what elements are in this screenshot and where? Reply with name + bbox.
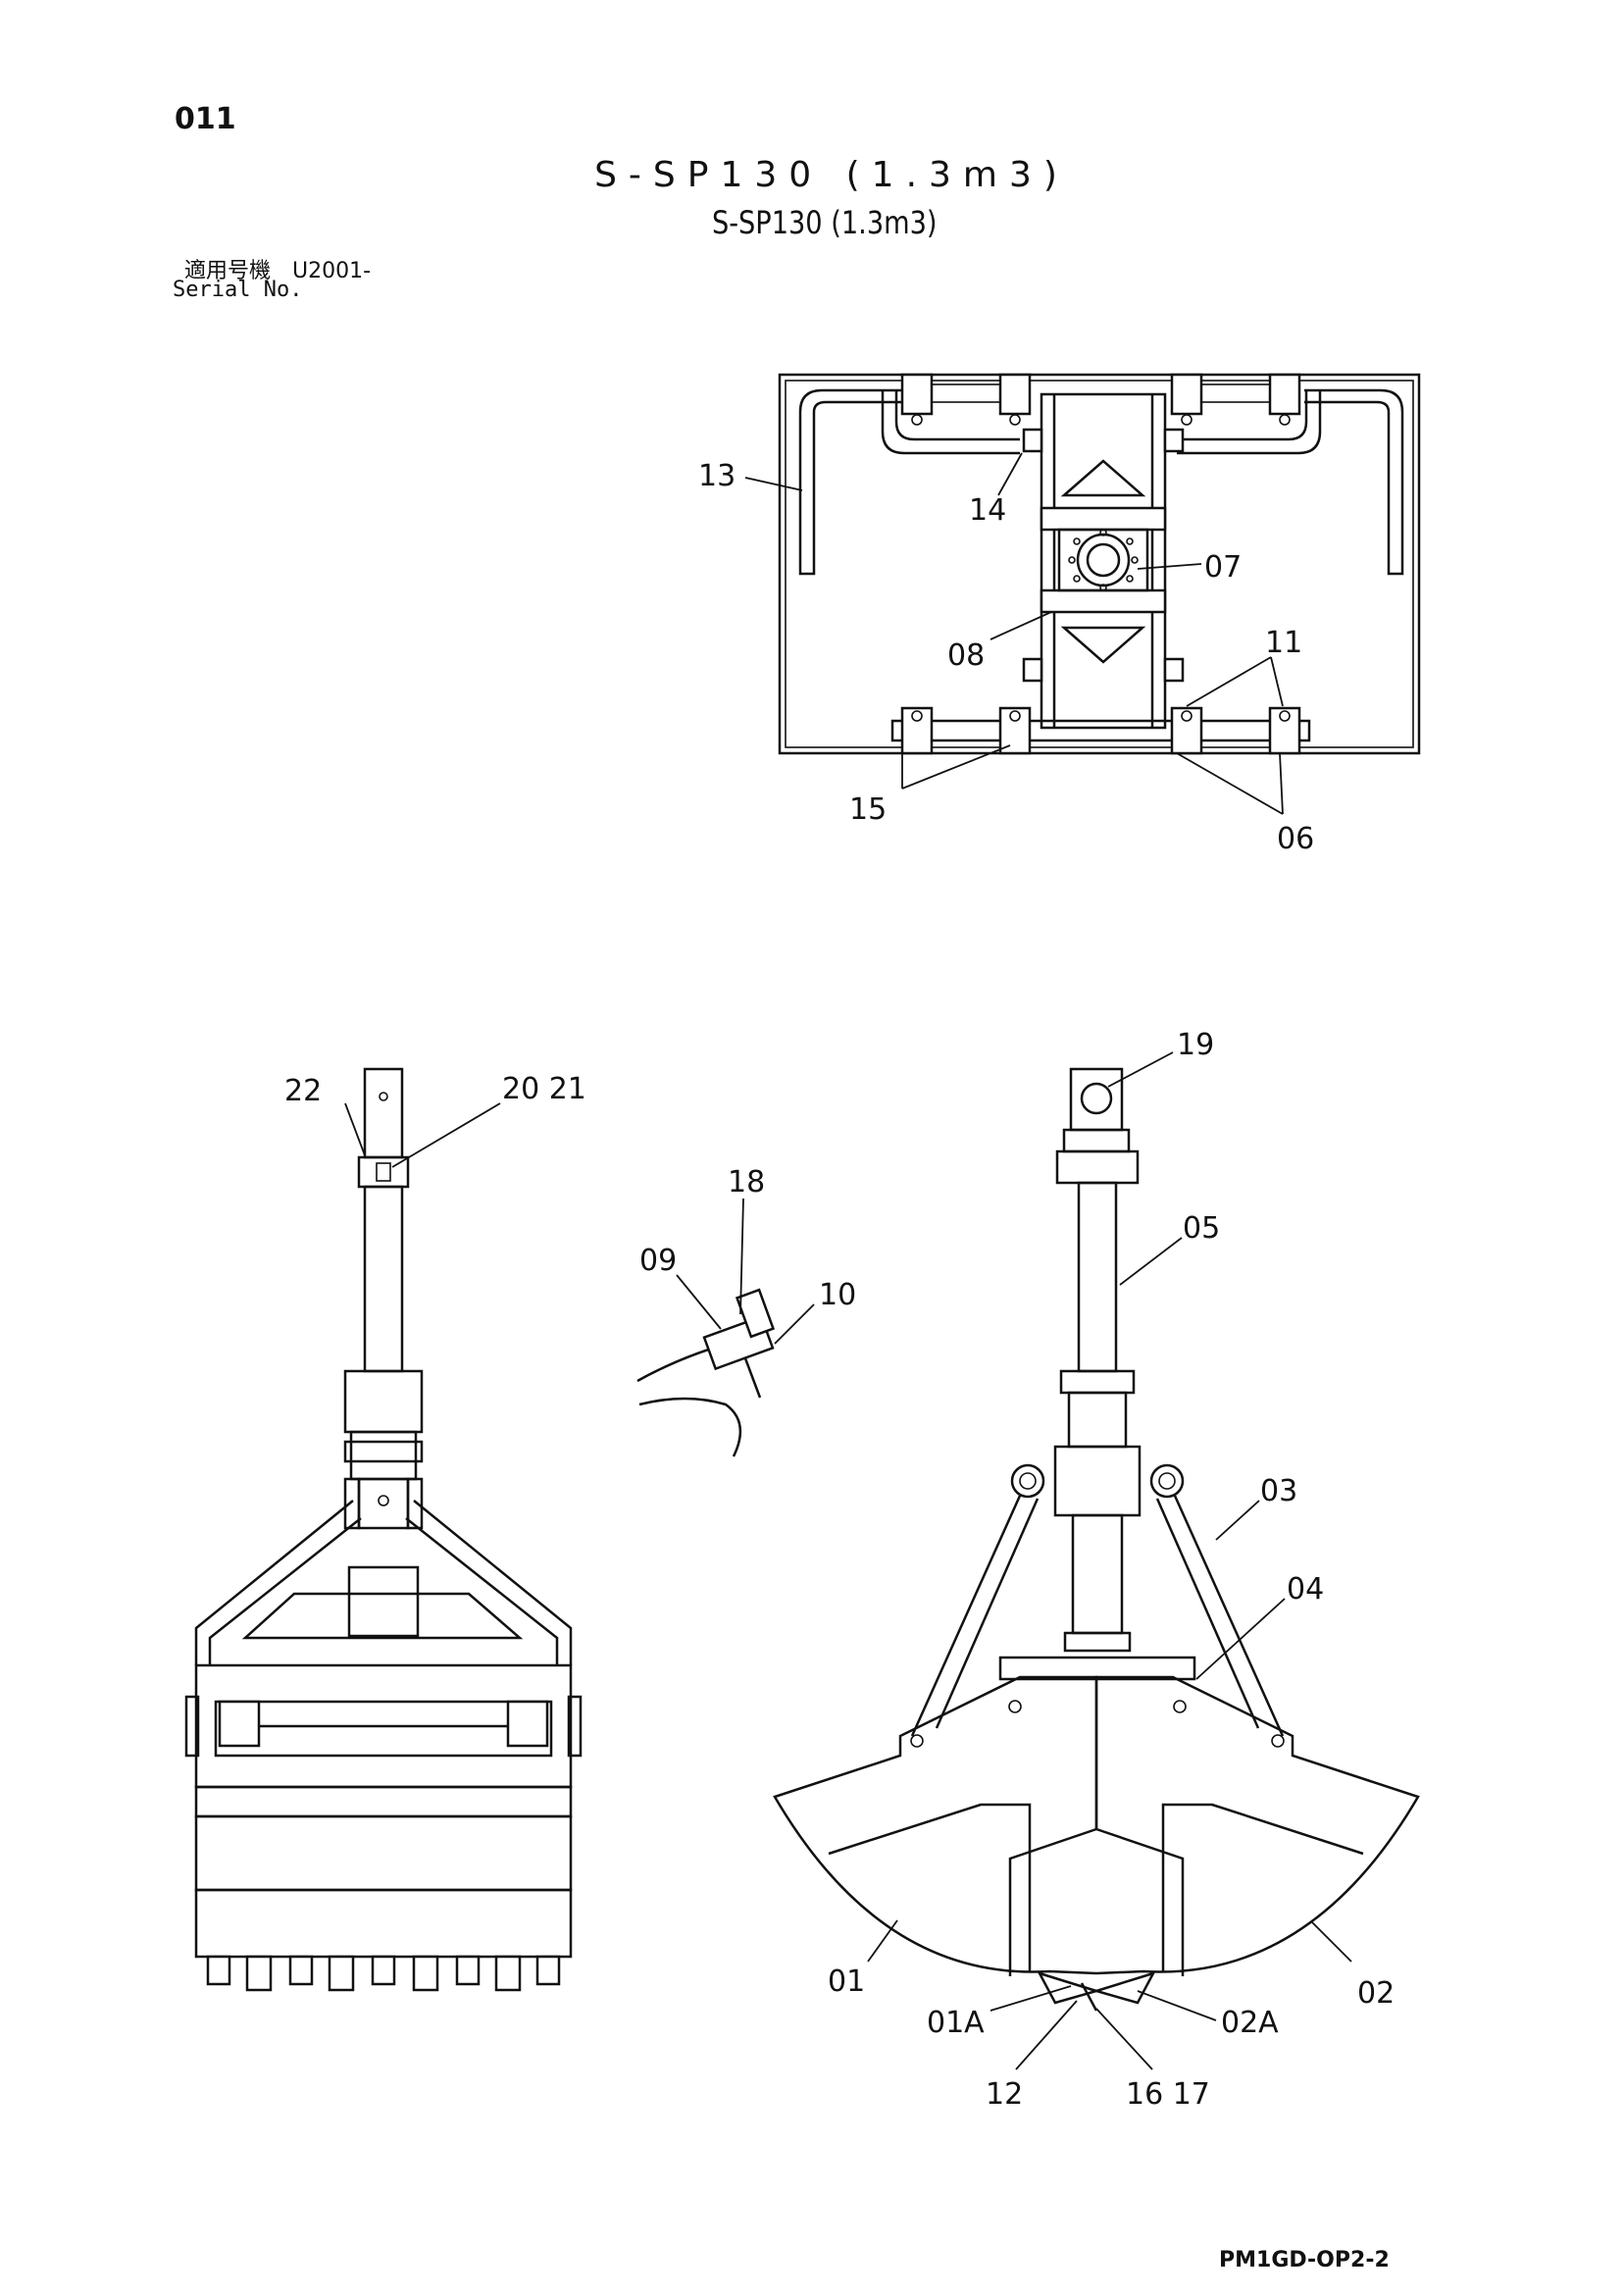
callout-10: 10 xyxy=(819,1278,856,1312)
callout-16-17: 16 17 xyxy=(1126,2077,1210,2112)
callout-06: 06 xyxy=(1277,822,1314,856)
pin-detail-callouts: 18 09 10 xyxy=(639,1165,856,1345)
callout-02A: 02A xyxy=(1221,2006,1279,2040)
callout-11: 11 xyxy=(1265,626,1302,660)
page-number: 011 xyxy=(175,102,236,136)
callout-05: 05 xyxy=(1183,1211,1220,1246)
callout-22: 22 xyxy=(284,1074,322,1108)
callout-01A: 01A xyxy=(927,2006,985,2040)
callout-12: 12 xyxy=(986,2077,1023,2112)
callout-09: 09 xyxy=(639,1244,677,1278)
side-view xyxy=(184,1067,583,1992)
serial-label-jp: 適用号機 U2001- xyxy=(184,259,372,283)
bucket-teeth xyxy=(206,1955,561,1992)
document-code: PM1GD-OP2-2 xyxy=(1219,2248,1390,2272)
callout-08: 08 xyxy=(947,638,985,673)
callout-13: 13 xyxy=(698,459,736,493)
callout-19: 19 xyxy=(1177,1028,1214,1062)
callout-07: 07 xyxy=(1204,550,1242,585)
serial-label-en: Serial No. xyxy=(173,278,303,302)
top-view xyxy=(778,373,1421,755)
front-view xyxy=(773,1067,1420,2012)
callout-04: 04 xyxy=(1287,1572,1324,1607)
callout-20-21: 20 21 xyxy=(502,1072,586,1106)
callout-15: 15 xyxy=(849,792,887,827)
front-view-callouts: 19 05 03 04 01 02 01A 02A 12 16 17 xyxy=(828,1028,1395,2112)
top-view-callouts: 13 14 07 08 11 15 06 xyxy=(698,452,1314,856)
callout-18: 18 xyxy=(728,1165,765,1199)
callout-14: 14 xyxy=(969,493,1006,528)
side-view-callouts: 22 20 21 xyxy=(284,1072,586,1168)
callout-01: 01 xyxy=(828,1964,865,1999)
drawing-subtitle: S-SP130 (1.3m3) xyxy=(711,204,938,241)
drawing-title: S-SP130 (1.3m3) xyxy=(594,155,1069,195)
callout-02: 02 xyxy=(1357,1976,1395,2011)
callout-03: 03 xyxy=(1260,1474,1297,1508)
pin-detail xyxy=(636,1288,776,1457)
